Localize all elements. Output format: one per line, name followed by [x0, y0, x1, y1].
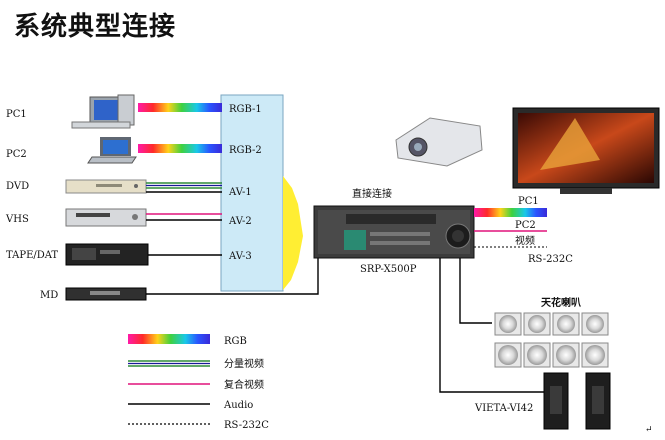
input-av2-label: AV-2	[228, 216, 252, 227]
speaker-5	[494, 342, 522, 368]
out-pc1-line	[474, 208, 547, 217]
ceiling-speakers	[494, 312, 609, 368]
legend-rgb-swatch	[128, 334, 210, 344]
legend-rs232-label: RS-232C	[224, 420, 269, 431]
legend-component-swatch	[128, 360, 210, 367]
pc1-desktop-icon	[71, 94, 135, 129]
input-av3-label: AV-3	[228, 251, 252, 262]
md-audio-line	[146, 248, 319, 295]
projector-icon	[395, 117, 483, 167]
ceiling-speaker-line	[459, 258, 492, 324]
speaker-1	[494, 312, 522, 336]
source-dvd-label: DVD	[6, 181, 29, 192]
av2-lines	[146, 213, 222, 221]
legend-component-label: 分量视频	[224, 357, 264, 370]
speaker-3	[552, 312, 580, 336]
floor-speaker-line	[439, 258, 560, 393]
output-video-label: 视频	[515, 234, 535, 247]
floor-speakers	[543, 372, 611, 430]
input-av1-label: AV-1	[228, 187, 252, 198]
source-md-label: MD	[40, 290, 58, 301]
vhs-player-icon	[65, 208, 147, 227]
speaker-2	[523, 312, 551, 336]
dvd-player-icon	[65, 179, 147, 194]
direct-connect-label: 直接连接	[352, 187, 392, 200]
srp-x500p-device	[313, 205, 475, 259]
device-model-label: SRP-X500P	[360, 264, 417, 275]
rgb1-line	[138, 103, 222, 112]
speaker-4	[581, 312, 609, 336]
output-pc2-label: PC2	[515, 220, 536, 231]
tape-deck-icon	[65, 243, 149, 266]
corner-mark: ↵	[645, 425, 653, 435]
input-funnel	[283, 176, 303, 290]
plasma-display-icon	[512, 107, 660, 194]
speaker-8	[581, 342, 609, 368]
legend-rgb-label: RGB	[224, 336, 247, 347]
rgb2-line	[138, 144, 222, 153]
output-pc1-label: PC1	[518, 196, 539, 207]
ceiling-speaker-label: 天花喇叭	[541, 296, 581, 309]
output-rs232-label: RS-232C	[528, 254, 573, 265]
speaker-7	[552, 342, 580, 368]
pc2-laptop-icon	[87, 137, 137, 164]
source-vhs-label: VHS	[5, 214, 29, 225]
speaker-6	[523, 342, 551, 368]
floor-speaker-label: VIETA-VI42	[474, 403, 533, 414]
source-pc1-label: PC1	[6, 109, 27, 120]
input-panel	[220, 94, 284, 292]
md-player-icon	[65, 287, 147, 301]
input-rgb2-label: RGB-2	[229, 145, 262, 156]
source-pc2-label: PC2	[6, 149, 27, 160]
legend-audio-label: Audio	[223, 400, 253, 411]
page-title: 系统典型连接	[14, 12, 177, 42]
legend-composite-label: 复合视频	[224, 378, 264, 391]
input-rgb1-label: RGB-1	[229, 104, 262, 115]
source-tape-label: TAPE/DAT	[6, 250, 58, 261]
av1-lines	[146, 182, 222, 193]
